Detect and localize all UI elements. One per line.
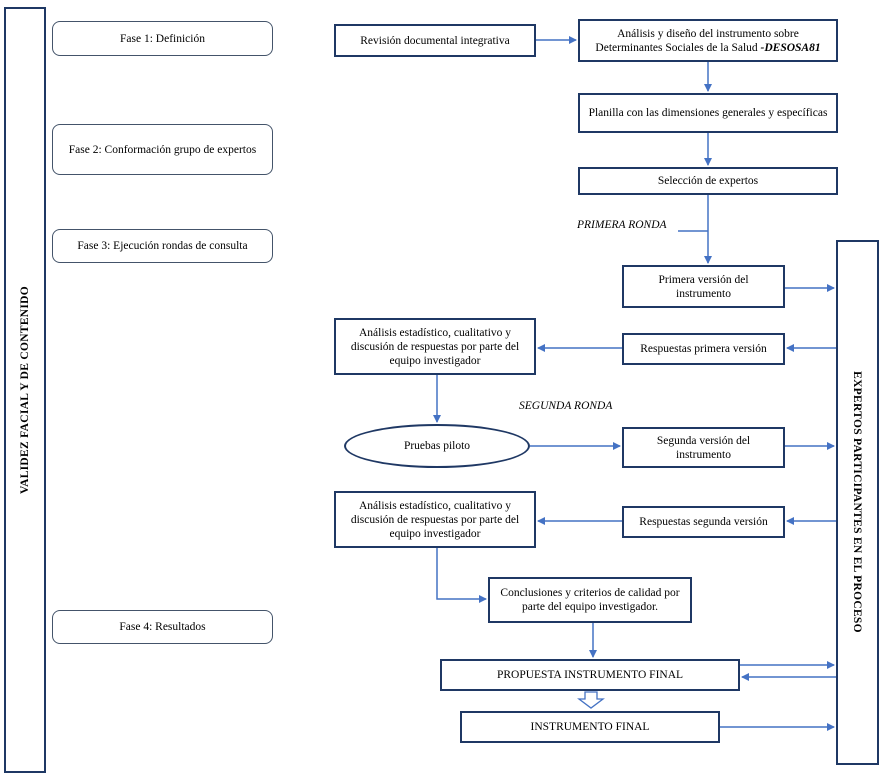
right-side-label: EXPERTOS PARTICIPANTES EN EL PROCESO (851, 371, 863, 633)
phase-4: Fase 4: Resultados (52, 610, 273, 644)
analysis-design-box: Análisis y diseño del instrumento sobre … (578, 19, 838, 62)
second-responses-text: Respuestas segunda versión (639, 516, 768, 528)
phase-2: Fase 2: Conformación grupo de expertos (52, 124, 273, 175)
phase-1-label: Fase 1: Definición (120, 32, 205, 45)
second-round-label: SEGUNDA RONDA (519, 400, 613, 412)
phase-4-label: Fase 4: Resultados (119, 621, 206, 633)
first-round-label: PRIMERA RONDA (577, 219, 667, 231)
analysis-design-text: Análisis y diseño del instrumento sobre … (595, 27, 821, 54)
proposal-final-text: PROPUESTA INSTRUMENTO FINAL (496, 669, 684, 681)
analysis-box-2: Análisis estadístico, cualitativo y disc… (334, 491, 536, 548)
second-responses-box: Respuestas segunda versión (622, 506, 785, 538)
second-version-box: Segunda versión del instrumento (622, 427, 785, 468)
arrow-analysis-2-to-conclusions (436, 548, 487, 603)
planilla-text: Planilla con las dimensiones generales y… (588, 107, 828, 119)
revision-text: Revisión documental integrativa (360, 34, 510, 47)
first-responses-box: Respuestas primera versión (622, 333, 785, 365)
second-version-text: Segunda versión del instrumento (656, 434, 751, 461)
phase-3: Fase 3: Ejecución rondas de consulta (52, 229, 273, 263)
planilla-box: Planilla con las dimensiones generales y… (578, 93, 838, 133)
hollow-down-arrow (577, 691, 605, 709)
phase-3-label: Fase 3: Ejecución rondas de consulta (77, 240, 248, 252)
left-side-panel (4, 7, 46, 773)
expert-selection-box: Selección de expertos (578, 167, 838, 195)
analysis-2-text: Análisis estadístico, cualitativo y disc… (350, 499, 520, 540)
final-instrument-box: INSTRUMENTO FINAL (460, 711, 720, 743)
final-instrument-text: INSTRUMENTO FINAL (530, 721, 650, 733)
analysis-box-1: Análisis estadístico, cualitativo y disc… (334, 318, 536, 375)
expert-selection-text: Selección de expertos (657, 175, 759, 187)
phase-2-label: Fase 2: Conformación grupo de expertos (68, 143, 257, 156)
instrument-code: -DESOSA81 (760, 41, 821, 54)
first-version-box: Primera versión del instrumento (622, 265, 785, 308)
proposal-final-box: PROPUESTA INSTRUMENTO FINAL (440, 659, 740, 691)
conclusions-text: Conclusiones y criterios de calidad por … (500, 587, 680, 613)
conclusions-box: Conclusiones y criterios de calidad por … (488, 577, 692, 623)
analysis-1-text: Análisis estadístico, cualitativo y disc… (350, 326, 520, 367)
first-responses-text: Respuestas primera versión (640, 343, 767, 355)
first-version-text: Primera versión del instrumento (658, 273, 749, 300)
pilot-tests-text: Pruebas piloto (403, 440, 471, 452)
revision-box: Revisión documental integrativa (334, 24, 536, 57)
phase-1: Fase 1: Definición (52, 21, 273, 56)
left-side-label: VALIDEZ FACIAL Y DE CONTENIDO (19, 285, 31, 495)
pilot-tests-ellipse: Pruebas piloto (344, 424, 530, 468)
right-side-panel (836, 240, 879, 765)
